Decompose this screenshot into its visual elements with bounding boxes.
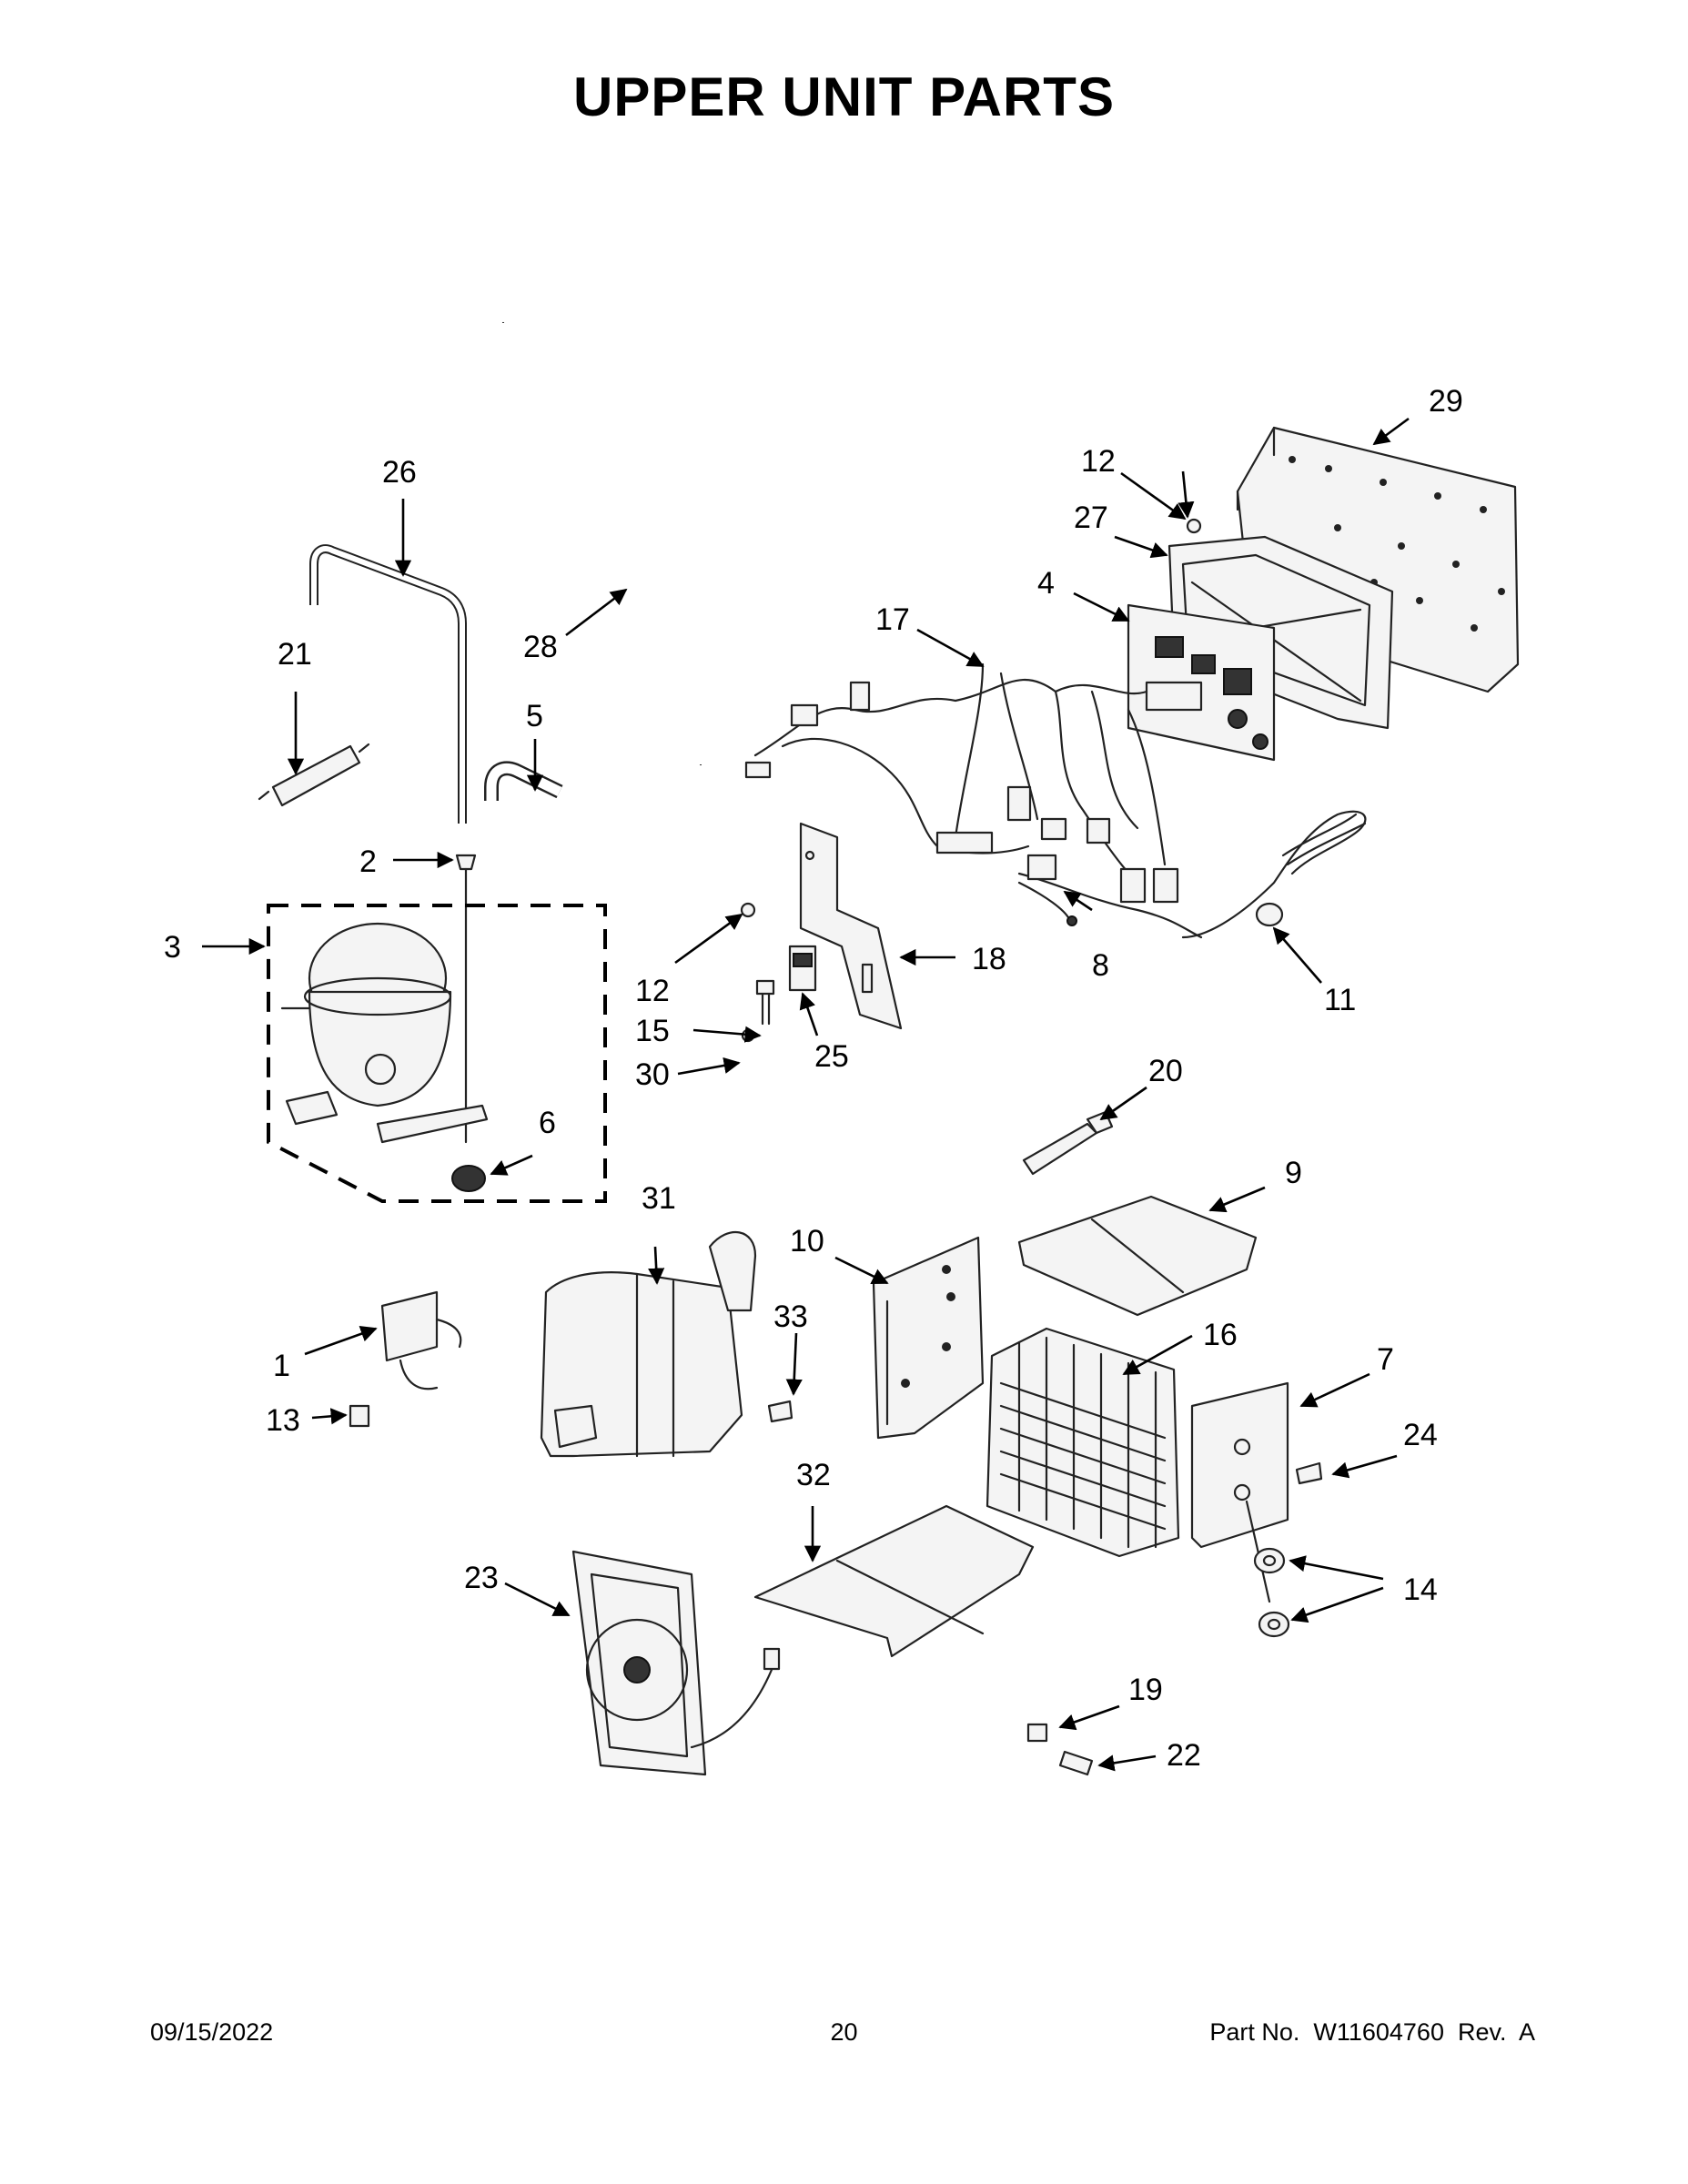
part-18-electrical-bracket (799, 822, 903, 1030)
callout-25: 25 (814, 1039, 849, 1074)
callout-5: 5 (526, 699, 543, 733)
footer-part-number: Part No. W11604760 Rev. A (1209, 2018, 1535, 2046)
callout-7: 7 (1377, 1342, 1394, 1377)
part-8-sub-harness (1017, 854, 1203, 939)
callout-11: 11 (1324, 983, 1356, 1017)
part-31-fan-housing (540, 1230, 757, 1458)
callout-12-lower: 12 (635, 974, 670, 1008)
callout-20: 20 (1148, 1054, 1183, 1088)
callout-3: 3 (164, 930, 181, 965)
callout-18: 18 (972, 942, 1006, 976)
part-22-screw (1058, 1750, 1094, 1776)
callout-9: 9 (1285, 1156, 1302, 1190)
callout-32: 32 (796, 1458, 831, 1492)
callout-15: 15 (635, 1014, 670, 1048)
part-24-screw (1295, 1461, 1323, 1485)
callout-1: 1 (273, 1349, 290, 1383)
screw-12-upper (1186, 518, 1202, 534)
callout-27: 27 (1074, 500, 1108, 535)
callout-26: 26 (382, 455, 417, 490)
part-9-cover-tray (1017, 1195, 1258, 1317)
callout-6: 6 (539, 1106, 556, 1140)
callout-numbers: 29 12 27 4 17 8 11 18 12 15 30 25 20 9 1… (164, 384, 1463, 1773)
part-14-grommets (1253, 1547, 1290, 1638)
callout-31: 31 (642, 1181, 676, 1216)
part-13-clip (349, 1404, 370, 1428)
callout-28: 28 (523, 630, 558, 664)
part-21-drier (258, 743, 370, 807)
part-17-wire-harness (744, 662, 1179, 904)
callout-12-upper: 12 (1081, 444, 1116, 479)
part-11-heater (1181, 810, 1367, 939)
footer-page-number: 20 (830, 2018, 858, 2046)
part-2-screw (455, 854, 477, 1144)
callout-14: 14 (1403, 1572, 1438, 1607)
part-7-coil-bracket (1190, 1381, 1289, 1603)
page-title: UPPER UNIT PARTS (573, 66, 1115, 127)
part-26-tube (309, 544, 467, 824)
part-6-grommet (451, 1165, 486, 1192)
callout-10: 10 (790, 1224, 824, 1259)
callout-16: 16 (1203, 1318, 1238, 1352)
callout-33: 33 (773, 1299, 808, 1334)
part-20-cable-tie (1022, 1110, 1114, 1176)
callout-19: 19 (1128, 1673, 1163, 1707)
callout-29: 29 (1429, 384, 1463, 419)
part-15-thermistor (755, 979, 775, 1026)
part-3-compressor (267, 904, 607, 1203)
part-4-control-board (1127, 603, 1276, 762)
part-28-tube (500, 321, 703, 766)
callout-30: 30 (635, 1057, 670, 1092)
callout-17: 17 (875, 602, 910, 637)
callout-22: 22 (1167, 1738, 1201, 1773)
callout-24: 24 (1403, 1418, 1438, 1452)
part-19-clip (1026, 1723, 1048, 1743)
part-32-cover (753, 1504, 1035, 1658)
callout-2: 2 (359, 844, 377, 879)
part-25-relay (788, 945, 817, 992)
part-33-screw (767, 1400, 793, 1423)
footer-date: 09/15/2022 (150, 2018, 274, 2046)
part-16-evaporator (986, 1327, 1180, 1558)
leader-lines (202, 417, 1410, 1772)
callout-23: 23 (464, 1561, 499, 1595)
screw-12-lower (740, 902, 756, 918)
part-1-power-supply (380, 1290, 462, 1390)
part-5-elbow (484, 761, 563, 801)
part-23-fan-assembly (571, 1550, 781, 1776)
callout-13: 13 (266, 1403, 300, 1438)
callout-4: 4 (1037, 566, 1055, 601)
callout-21: 21 (278, 637, 312, 672)
part-10-side-bracket (872, 1236, 985, 1440)
callout-8: 8 (1092, 948, 1109, 983)
